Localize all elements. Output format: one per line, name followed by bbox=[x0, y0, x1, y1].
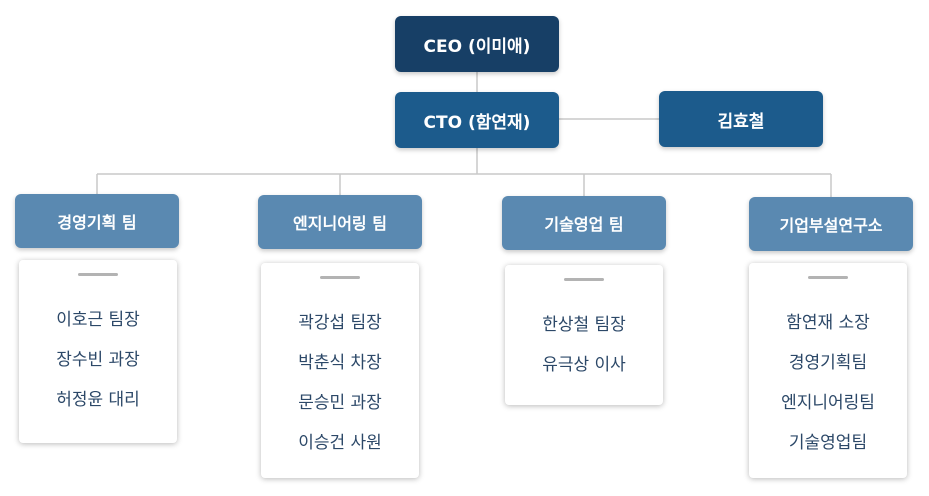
cto-box: CTO (함연재) bbox=[395, 92, 559, 148]
cto-label: CTO (함연재) bbox=[423, 112, 531, 133]
member-item: 문승민 과장 bbox=[298, 393, 382, 413]
member-list: 함연재 소장 경영기획팀 엔지니어링팀 기술영업팀 bbox=[749, 279, 907, 463]
panel-grip bbox=[320, 276, 360, 279]
team-name: 기술영업 팀 bbox=[544, 215, 624, 234]
member-item: 박춘식 차장 bbox=[298, 353, 382, 373]
member-item: 이호근 팀장 bbox=[56, 310, 140, 330]
team-header-planning: 경영기획 팀 bbox=[15, 194, 179, 248]
team-name: 경영기획 팀 bbox=[57, 213, 137, 232]
member-item: 함연재 소장 bbox=[786, 313, 870, 333]
panel-grip bbox=[808, 276, 848, 279]
member-item: 이승건 사원 bbox=[298, 433, 382, 453]
team-name: 기업부설연구소 bbox=[779, 216, 883, 235]
team-panel-engineering: 곽강섭 팀장 박춘식 차장 문승민 과장 이승건 사원 bbox=[261, 263, 419, 478]
member-list: 곽강섭 팀장 박춘식 차장 문승민 과장 이승건 사원 bbox=[261, 279, 419, 463]
team-panel-sales: 한상철 팀장 유극상 이사 bbox=[505, 265, 663, 405]
member-list: 이호근 팀장 장수빈 과장 허정윤 대리 bbox=[19, 276, 177, 420]
advisor-box: 김효철 bbox=[659, 91, 823, 147]
member-item: 장수빈 과장 bbox=[56, 350, 140, 370]
member-item: 허정윤 대리 bbox=[56, 390, 140, 410]
member-list: 한상철 팀장 유극상 이사 bbox=[505, 281, 663, 385]
member-item: 유극상 이사 bbox=[542, 355, 626, 375]
team-header-sales: 기술영업 팀 bbox=[502, 196, 666, 250]
panel-grip bbox=[564, 278, 604, 281]
team-panel-research: 함연재 소장 경영기획팀 엔지니어링팀 기술영업팀 bbox=[749, 263, 907, 478]
member-item: 한상철 팀장 bbox=[542, 315, 626, 335]
member-item: 엔지니어링팀 bbox=[781, 393, 875, 413]
ceo-box: CEO (이미애) bbox=[395, 16, 559, 72]
ceo-label: CEO (이미애) bbox=[423, 36, 531, 57]
member-item: 기술영업팀 bbox=[788, 433, 868, 453]
team-header-research: 기업부설연구소 bbox=[749, 197, 913, 251]
member-item: 곽강섭 팀장 bbox=[298, 313, 382, 333]
advisor-label: 김효철 bbox=[717, 111, 765, 132]
team-header-engineering: 엔지니어링 팀 bbox=[258, 195, 422, 249]
team-panel-planning: 이호근 팀장 장수빈 과장 허정윤 대리 bbox=[19, 260, 177, 443]
team-name: 엔지니어링 팀 bbox=[293, 214, 387, 233]
member-item: 경영기획팀 bbox=[788, 353, 868, 373]
panel-grip bbox=[78, 273, 118, 276]
